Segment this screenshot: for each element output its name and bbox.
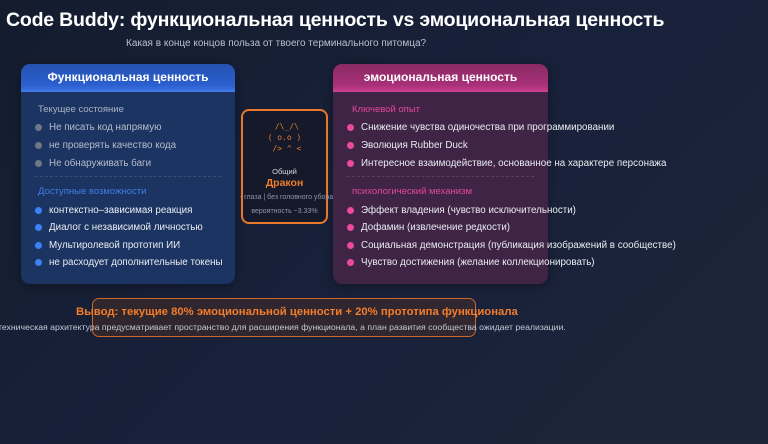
list-item-text: Чувство достижения (желание коллекционир… xyxy=(361,257,595,268)
bullet-dot-icon xyxy=(35,224,42,231)
bullet-dot-icon xyxy=(347,224,354,231)
list-item: Социальная демонстрация (публикация изоб… xyxy=(347,240,676,251)
list-item: не расходует дополнительные токены xyxy=(35,257,223,268)
bullet-dot-icon xyxy=(347,124,354,131)
section-label-psych-mechanism: психологический механизм xyxy=(352,186,472,197)
bullet-dot-icon xyxy=(35,142,42,149)
section-divider xyxy=(347,176,534,177)
list-item: контекстно–зависимая реакция xyxy=(35,205,192,216)
bullet-dot-icon xyxy=(347,207,354,214)
bullet-dot-icon xyxy=(35,259,42,266)
bullet-dot-icon xyxy=(347,259,354,266)
list-item-text: Мультиролевой прототип ИИ xyxy=(49,240,181,251)
bullet-dot-icon xyxy=(35,242,42,249)
list-item-text: Социальная демонстрация (публикация изоб… xyxy=(361,240,676,251)
list-item: Не обнаруживать баги xyxy=(35,158,151,169)
pet-card: /\_/\ ( o.o ) /> ^ < Общий Дракон - глаз… xyxy=(240,109,333,224)
bullet-dot-icon xyxy=(347,242,354,249)
list-item-text: Диалог с независимой личностью xyxy=(49,222,203,233)
bullet-dot-icon xyxy=(35,207,42,214)
list-item-text: Дофамин (извлечение редкости) xyxy=(361,222,511,233)
list-item: не проверять качество кода xyxy=(35,140,176,151)
list-item: Эволюция Rubber Duck xyxy=(347,140,468,151)
emotional-card-header: эмоциональная ценность xyxy=(333,64,548,92)
page-title: Code Buddy: функциональная ценность vs э… xyxy=(6,9,665,31)
pet-name: Дракон xyxy=(265,177,304,189)
list-item-text: Не обнаруживать баги xyxy=(49,158,152,169)
list-item: Интересное взаимодействие, основанное на… xyxy=(347,158,666,169)
emotional-value-card: эмоциональная ценность Ключевой опыт Сни… xyxy=(333,64,676,284)
list-item: Чувство достижения (желание коллекционир… xyxy=(347,257,595,268)
bullet-dot-icon xyxy=(347,160,354,167)
bullet-dot-icon xyxy=(35,124,42,131)
list-item: Дофамин (извлечение редкости) xyxy=(347,222,510,233)
pet-rarity: Общий xyxy=(272,167,297,176)
section-label-key-experience: Ключевой опыт xyxy=(352,104,421,115)
functional-value-card: Функциональная ценность Текущее состояни… xyxy=(21,64,235,284)
list-item-text: Не писать код напрямую xyxy=(49,122,162,133)
conclusion-note: техническая архитектура предусматривает … xyxy=(0,322,566,332)
list-item-text: контекстно–зависимая реакция xyxy=(49,205,193,216)
bullet-dot-icon xyxy=(347,142,354,149)
list-item: Не писать код напрямую xyxy=(35,122,161,133)
pet-probability: вероятность ~3.33% xyxy=(251,208,318,215)
list-item-text: Снижение чувства одиночества при програм… xyxy=(361,122,615,133)
list-item: Диалог с независимой личностью xyxy=(35,222,203,233)
list-item-text: Эффект владения (чувство исключительност… xyxy=(361,205,576,216)
pet-ascii-art: /\_/\ ( o.o ) /> ^ < xyxy=(267,122,302,153)
list-item: Мультиролевой прототип ИИ xyxy=(35,240,180,251)
functional-card-header: Функциональная ценность xyxy=(21,64,235,92)
conclusion-title: Вывод: текущие 80% эмоциональной ценност… xyxy=(76,306,518,318)
list-item-text: Эволюция Rubber Duck xyxy=(361,140,468,151)
pet-traits: - глаза | без головного убора xyxy=(239,194,334,201)
bullet-dot-icon xyxy=(35,160,42,167)
list-item-text: Интересное взаимодействие, основанное на… xyxy=(361,158,667,169)
list-item: Эффект владения (чувство исключительност… xyxy=(347,205,576,216)
list-item-text: не проверять качество кода xyxy=(49,140,177,151)
list-item: Снижение чувства одиночества при програм… xyxy=(347,122,614,133)
section-label-available-features: Доступные возможности xyxy=(38,186,147,197)
conclusion-box xyxy=(92,298,476,337)
list-item-text: не расходует дополнительные токены xyxy=(49,257,223,268)
section-label-current-state: Текущее состояние xyxy=(38,104,124,115)
page-subtitle: Какая в конце концов польза от твоего те… xyxy=(126,38,427,49)
section-divider xyxy=(35,176,221,177)
